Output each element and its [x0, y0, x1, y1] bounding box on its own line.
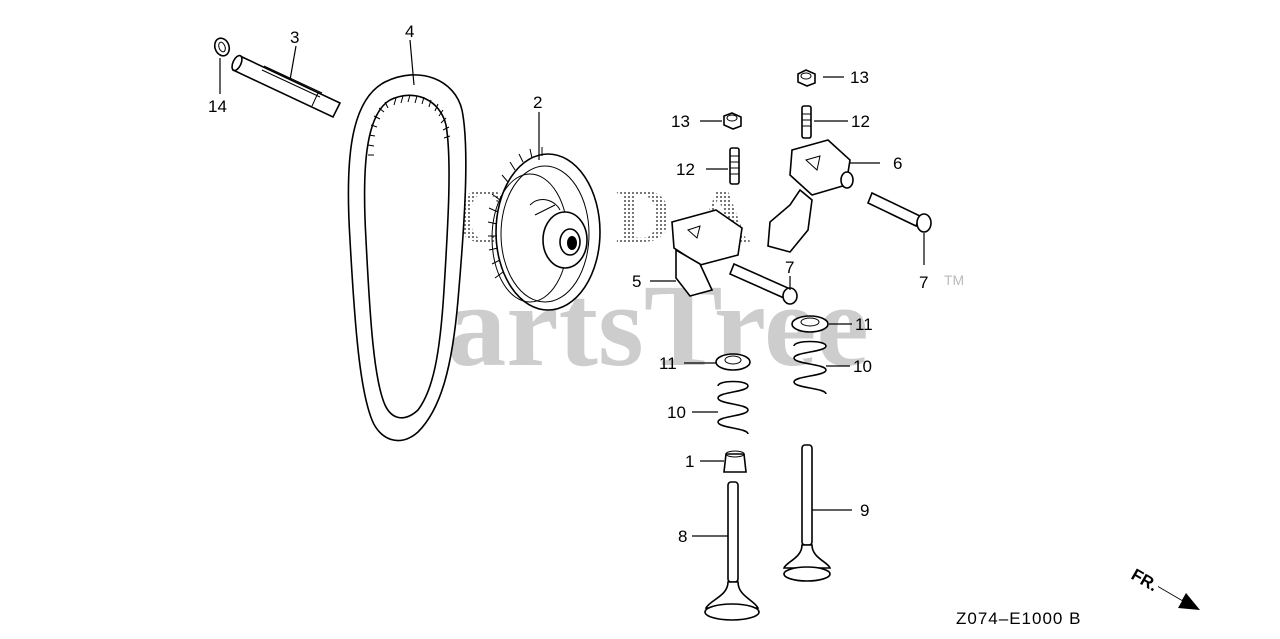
- callout-10-right: 10: [853, 357, 872, 376]
- part-4-timing-belt[interactable]: [347, 74, 467, 442]
- callout-5: 5: [632, 272, 641, 291]
- watermark-tm: TM: [944, 272, 964, 288]
- part-6-rocker-arm-exhaust[interactable]: [767, 139, 854, 253]
- part-7-rocker-shaft-right[interactable]: [866, 191, 932, 233]
- callout-13-right: 13: [850, 68, 869, 87]
- part-2-cam-pulley[interactable]: [487, 147, 601, 311]
- callout-12-right: 12: [851, 112, 870, 131]
- callout-11-right: 11: [855, 315, 873, 334]
- leader-lines: [219, 39, 925, 537]
- callout-7-left: 7: [785, 258, 794, 277]
- callout-12-left: 12: [676, 160, 695, 179]
- part-13-nut-left[interactable]: [723, 112, 742, 130]
- callout-1: 1: [685, 452, 694, 471]
- part-11-retainer-left[interactable]: [715, 353, 751, 371]
- callout-14: 14: [208, 97, 227, 116]
- part-3-cam-shaft[interactable]: [230, 54, 342, 119]
- callout-2: 2: [533, 93, 542, 112]
- part-5-rocker-arm-intake[interactable]: [671, 209, 743, 297]
- part-14-o-ring[interactable]: [212, 36, 231, 58]
- part-11-retainer-right[interactable]: [791, 315, 829, 333]
- callouts: 14 3 4 2 13 12 13 12 6 5 7 7 11 10 11 10…: [208, 22, 928, 546]
- callout-13-left: 13: [671, 112, 690, 131]
- direction-label: FR.: [1128, 565, 1161, 595]
- part-1-valve-seal[interactable]: [723, 450, 747, 473]
- part-10-spring-left[interactable]: [717, 380, 749, 435]
- part-9-exhaust-valve[interactable]: [782, 444, 832, 582]
- drawing-code: Z074–E1000 B: [956, 609, 1081, 628]
- callout-7-right: 7: [919, 273, 928, 292]
- callout-10-left: 10: [667, 403, 686, 422]
- callout-11-left: 11: [659, 354, 677, 373]
- callout-9: 9: [860, 501, 869, 520]
- part-8-intake-valve[interactable]: [704, 481, 760, 621]
- part-12-screw-right[interactable]: [801, 105, 812, 139]
- callout-3: 3: [290, 28, 299, 47]
- callout-4: 4: [405, 22, 414, 41]
- part-13-nut-right[interactable]: [797, 69, 816, 87]
- part-12-screw-left[interactable]: [729, 147, 740, 185]
- callout-6: 6: [893, 154, 902, 173]
- part-10-spring-right[interactable]: [793, 340, 827, 395]
- callout-8: 8: [678, 527, 687, 546]
- part-7-rocker-shaft-left[interactable]: [728, 262, 798, 305]
- front-direction-arrow: FR.: [1128, 565, 1200, 610]
